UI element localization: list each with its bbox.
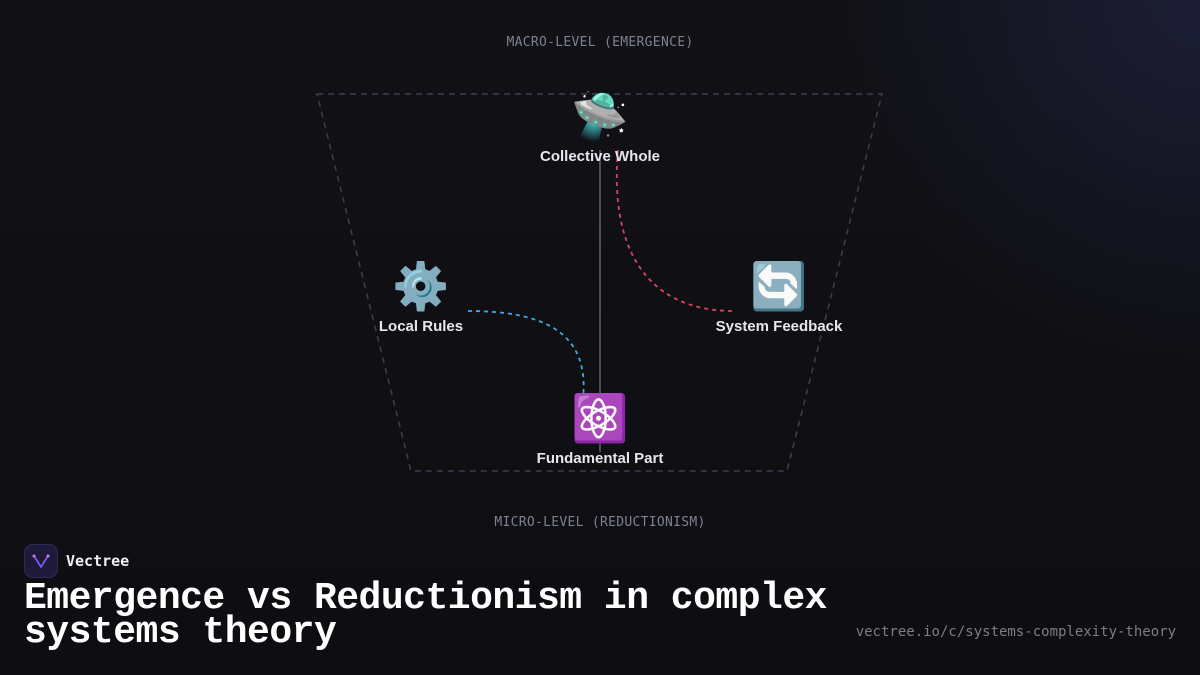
node-collective-whole: 🛸 Collective Whole (490, 88, 710, 165)
ufo-icon: 🛸 (571, 89, 629, 143)
brand[interactable]: Vectree (24, 544, 129, 578)
node-system-feedback: 🔄 System Feedback (669, 258, 889, 335)
node-label: Collective Whole (539, 148, 661, 165)
macro-level-label: MACRO-LEVEL (EMERGENCE) (506, 35, 694, 50)
node-label: System Feedback (715, 318, 843, 335)
micro-level-label: MICRO-LEVEL (REDUCTIONISM) (494, 515, 706, 530)
atom-icon: ⚛️ (571, 391, 629, 445)
brand-name: Vectree (66, 552, 130, 570)
vectree-logo-icon (24, 544, 58, 578)
node-label: Local Rules (378, 318, 464, 335)
node-label: Fundamental Part (536, 450, 664, 467)
scope-trapezoid (316, 93, 883, 472)
source-url[interactable]: vectree.io/c/systems-complexity-theory (855, 624, 1176, 640)
node-local-rules: ⚙️ Local Rules (311, 258, 531, 335)
refresh-icon: 🔄 (750, 259, 808, 313)
gear-icon: ⚙️ (392, 259, 450, 313)
rules-curve (467, 310, 585, 399)
node-fundamental-part: ⚛️ Fundamental Part (490, 390, 710, 467)
page-title: Emergence vs Reductionism in complex sys… (24, 577, 827, 654)
feedback-curve (615, 149, 733, 312)
